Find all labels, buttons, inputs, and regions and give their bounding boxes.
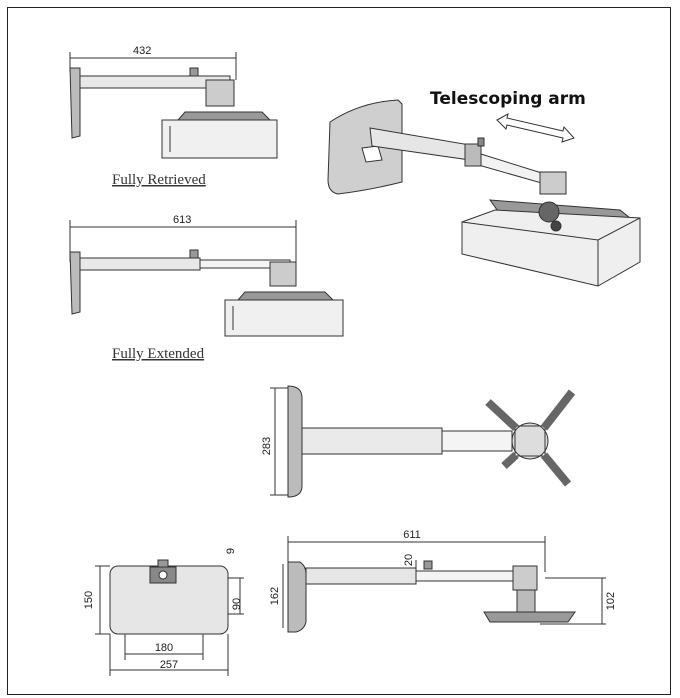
side-length-label: 611 (403, 529, 421, 541)
projector-3d (461, 209, 641, 287)
plate-view (95, 559, 244, 676)
top-view (270, 385, 576, 498)
extended-arm-outer (79, 257, 201, 271)
top-height-label: 283 (261, 437, 273, 455)
caption-retrieved: Fully Retrieved (112, 172, 206, 188)
telescoping-label: Telescoping arm (430, 89, 586, 109)
side-bracket (483, 611, 576, 623)
side-wall-plate (287, 561, 307, 633)
side-offset-label: 20 (403, 554, 415, 566)
side-arm-outer (305, 567, 417, 585)
side-arm-inner (415, 570, 527, 582)
plate-outline (109, 565, 229, 635)
extended-view (69, 220, 344, 337)
figure-frame (7, 7, 671, 695)
side-height-left-label: 162 (269, 587, 281, 605)
top-arm-inner (441, 430, 513, 452)
plate-offset-label: 90 (231, 598, 243, 610)
extended-wall-plate (69, 251, 81, 315)
retrieved-length-label: 432 (133, 45, 151, 57)
extended-projector (224, 299, 344, 337)
side-height-right-label: 102 (605, 592, 617, 610)
top-arm-outer (301, 427, 443, 455)
telescoping-view (327, 99, 641, 287)
plate-top-label: 9 (225, 548, 237, 554)
wall-plate-3d (327, 99, 403, 195)
caption-extended: Fully Extended (112, 346, 205, 362)
side-view (282, 536, 606, 633)
retrieved-wall-plate (69, 67, 81, 139)
retrieved-view (69, 52, 278, 159)
plate-height-label: 150 (83, 591, 95, 609)
top-spider-arm (485, 399, 519, 431)
retrieved-projector (161, 119, 278, 159)
plate-spacing-label: 180 (155, 642, 173, 654)
extended-length-label: 613 (173, 214, 191, 226)
top-head (511, 422, 549, 460)
plate-width-label: 257 (160, 659, 178, 671)
top-wall-plate (287, 385, 303, 498)
telescoping-arrow (496, 113, 575, 143)
